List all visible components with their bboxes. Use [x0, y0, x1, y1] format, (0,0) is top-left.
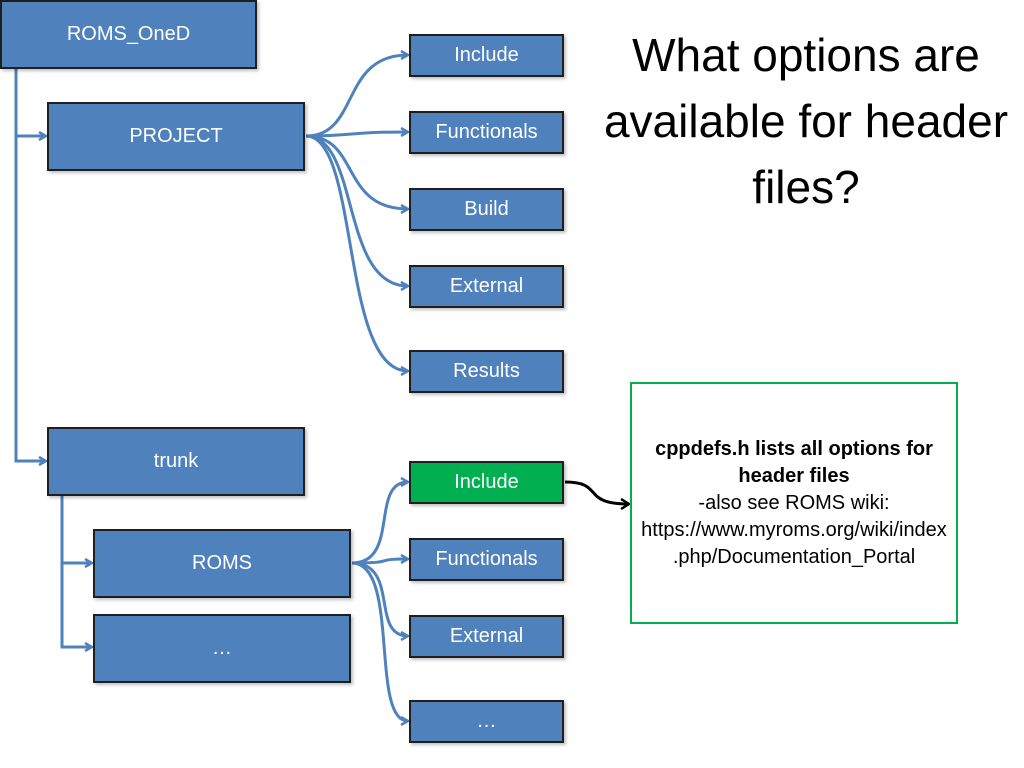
project-to-include-connector	[305, 55, 408, 138]
trunk-other-label: …	[212, 637, 232, 659]
roms-to-external-connector	[351, 561, 408, 636]
roms-to-functionals-connector	[351, 559, 408, 565]
project-label: PROJECT	[129, 125, 223, 147]
project-results-label: Results	[453, 360, 520, 382]
note-heading: cppdefs.h lists all options for header f…	[655, 437, 933, 487]
project-include-label: Include	[454, 44, 519, 66]
project-node[interactable]: PROJECT	[47, 102, 305, 171]
project-build-node[interactable]: Build	[409, 188, 564, 231]
note-body: -also see ROMS wiki: https://www.myroms.…	[641, 491, 947, 568]
project-results-node[interactable]: Results	[409, 350, 564, 393]
trunk-label: trunk	[153, 450, 199, 472]
roms-more-node[interactable]: …	[409, 700, 564, 743]
project-functionals-label: Functionals	[435, 121, 538, 143]
roms-node[interactable]: ROMS	[93, 529, 351, 598]
trunk-node[interactable]: trunk	[47, 427, 305, 496]
project-external-label: External	[449, 275, 524, 297]
root-node[interactable]: ROMS_OneD	[0, 0, 257, 69]
roms-external-node[interactable]: External	[409, 615, 564, 658]
slide-title: What options are available for header fi…	[603, 29, 1009, 213]
project-build-label: Build	[464, 198, 509, 220]
roms-more-label: …	[476, 710, 497, 732]
roms-to-include-connector	[351, 482, 408, 565]
roms-include-label: Include	[454, 471, 519, 493]
project-to-functionals-connector	[305, 132, 408, 138]
roms-functionals-label: Functionals	[435, 548, 538, 570]
project-include-node[interactable]: Include	[409, 34, 564, 77]
roms-external-label: External	[449, 625, 524, 647]
project-to-build-connector	[305, 134, 408, 209]
root-label: ROMS_OneD	[66, 23, 191, 45]
roms-label: ROMS	[192, 552, 252, 574]
roms-to-more-connector	[351, 561, 408, 721]
roms-include-node[interactable]: Include	[409, 461, 564, 504]
root-connector	[14, 68, 46, 461]
project-external-node[interactable]: External	[409, 265, 564, 308]
trunk-other-node[interactable]: …	[93, 614, 351, 683]
project-to-results-connector	[305, 134, 408, 371]
project-to-external-connector	[305, 134, 408, 286]
project-functionals-node[interactable]: Functionals	[409, 111, 564, 154]
note-box: cppdefs.h lists all options for header f…	[630, 382, 958, 624]
trunk-connector	[60, 495, 92, 647]
include-to-note-arrow	[564, 480, 629, 504]
roms-functionals-node[interactable]: Functionals	[409, 538, 564, 581]
